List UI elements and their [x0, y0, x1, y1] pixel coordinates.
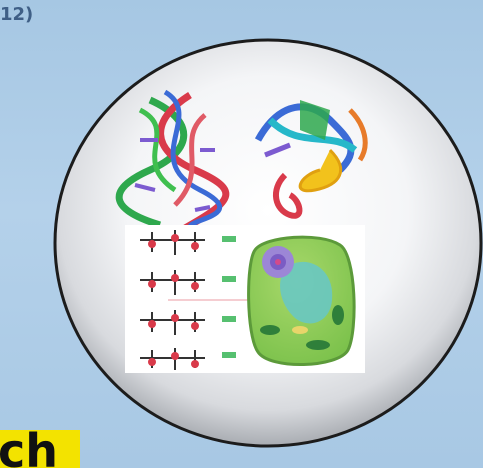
bottom-label-text: ch: [0, 430, 58, 468]
bottom-highlight-label: ch: [0, 430, 80, 468]
plant-cell-diagram: [249, 237, 355, 364]
